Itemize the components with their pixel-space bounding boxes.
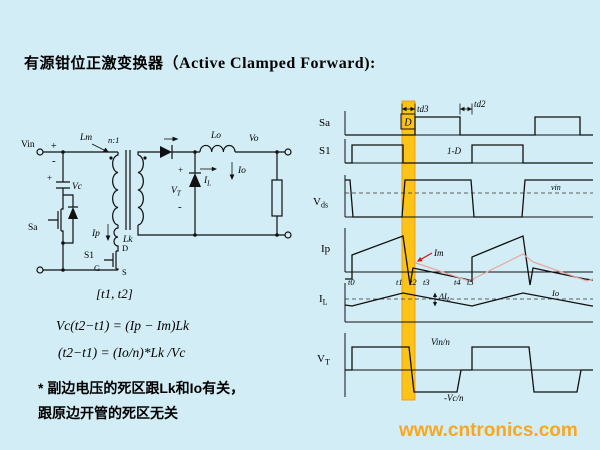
sa-row-label: Sa bbox=[319, 117, 330, 129]
highlight-band bbox=[401, 100, 416, 401]
primary-dot bbox=[109, 156, 113, 160]
td2-label: td2 bbox=[474, 99, 486, 109]
waveform-diagram: td3 td2 D 1-D Sa S1 Vds Ip IL VT vin Io … bbox=[313, 99, 594, 403]
interval-label: [t1, t2] bbox=[96, 286, 133, 301]
output-terminal-top bbox=[284, 148, 292, 156]
io-level-label: Io bbox=[551, 288, 559, 298]
duty-box bbox=[400, 113, 416, 130]
td3-label: td3 bbox=[417, 104, 429, 114]
im-label: Im bbox=[433, 248, 444, 258]
clamp-capacitor bbox=[56, 152, 70, 210]
io-label: Io bbox=[237, 166, 246, 176]
input-plus: + bbox=[51, 141, 57, 152]
deadtime-td2-marker bbox=[459, 103, 473, 115]
equation-2: (t2−t1) = (Io/n)*Lk /Vc bbox=[58, 345, 186, 360]
il-row-label: IL bbox=[319, 293, 328, 307]
turns-ratio-label: n:1 bbox=[108, 135, 119, 145]
il-label: IL bbox=[203, 176, 211, 188]
time-label-t1: t1 bbox=[396, 277, 403, 287]
watermark: www.cntronics.com bbox=[399, 420, 578, 441]
series-diode bbox=[160, 146, 172, 158]
ip-label: Ip bbox=[91, 229, 100, 239]
circuit-current-arrows bbox=[91, 136, 235, 241]
sa-waveform bbox=[345, 116, 593, 136]
time-label-t3: t3 bbox=[423, 277, 430, 287]
drain-label: D bbox=[122, 243, 128, 253]
output-terminal-bottom bbox=[284, 231, 292, 239]
ip-row-label: Ip bbox=[321, 243, 331, 255]
s1-label: S1 bbox=[84, 251, 94, 261]
time-label-t4: t4 bbox=[454, 277, 461, 287]
freewheel-diode bbox=[189, 173, 201, 187]
circuit-wiring bbox=[36, 144, 292, 274]
vin-n-label: Vin/n bbox=[431, 337, 450, 347]
transformer-primary bbox=[112, 152, 119, 226]
delta-il-annotation: ΔIL bbox=[432, 291, 451, 307]
load-resistor bbox=[271, 179, 283, 217]
im-annotation: Im bbox=[417, 248, 444, 262]
vt-row-label: VT bbox=[317, 353, 330, 367]
input-terminal-bottom bbox=[36, 266, 44, 274]
sa-body-diode bbox=[68, 207, 78, 219]
s1-waveform bbox=[345, 144, 593, 164]
lm-arrow bbox=[91, 143, 107, 152]
source-label: S bbox=[122, 267, 127, 277]
lm-label: Lm bbox=[79, 133, 92, 143]
page-title: 有源钳位正激变换器（Active Clamped Forward): bbox=[24, 52, 376, 73]
s1-row-label: S1 bbox=[319, 145, 331, 157]
vds-waveform bbox=[345, 179, 593, 218]
title-cn: 有源钳位正激变换器（ bbox=[24, 55, 180, 72]
time-label-t2: t2 bbox=[410, 277, 417, 287]
freewheel-diode-wires bbox=[189, 152, 201, 235]
vt-minus: - bbox=[178, 201, 182, 213]
vin-label: Vin bbox=[21, 140, 35, 150]
lo-label: Lo bbox=[210, 131, 221, 141]
note-line-2: 跟原边开管的死区无关 bbox=[38, 405, 178, 421]
transformer-core bbox=[125, 150, 131, 230]
title-en: Active Clamped Forward bbox=[179, 55, 365, 72]
waveform-axes bbox=[344, 111, 593, 397]
one-minus-d-label: 1-D bbox=[447, 146, 461, 156]
transformer-secondary bbox=[137, 154, 144, 226]
sa-label: Sa bbox=[28, 223, 38, 233]
delta-il-label: ΔIL bbox=[438, 291, 451, 303]
equation-1: Vc(t2−t1) = (Ip − Im)Lk bbox=[56, 318, 190, 333]
time-label-t5: t5 bbox=[467, 277, 474, 287]
circuit-diagram: Vin + - Lm n:1 Lo Vo Io + Vc Sa Ip Lk S1… bbox=[21, 131, 292, 277]
mosfet-sa bbox=[48, 209, 64, 270]
vt-label: VT bbox=[171, 186, 182, 198]
duty-label: D bbox=[403, 118, 412, 129]
il-waveform bbox=[344, 292, 593, 307]
note-line-1: * 副边电压的死区跟Lk和Io有关， bbox=[38, 380, 245, 396]
vin-level-label: vin bbox=[551, 183, 561, 192]
neg-vc-n-label: -Vc/n bbox=[444, 393, 464, 403]
input-terminal-top bbox=[36, 148, 44, 156]
output-inductor bbox=[199, 144, 236, 153]
time-label-t0: t0 bbox=[348, 277, 355, 287]
vo-label: Vo bbox=[249, 134, 259, 144]
input-minus: - bbox=[52, 155, 56, 167]
deadtime-td3-marker bbox=[401, 103, 416, 115]
vc-label: Vc bbox=[72, 182, 83, 192]
magnetizing-current-trace bbox=[412, 253, 594, 282]
secondary-dot bbox=[143, 156, 147, 160]
lk-label: Lk bbox=[122, 235, 133, 245]
leakage-inductor bbox=[113, 225, 119, 252]
circuit-symbols bbox=[61, 146, 279, 272]
vt-plus: + bbox=[178, 165, 183, 175]
mosfet-s1 bbox=[104, 251, 119, 270]
gate-label: G bbox=[94, 263, 100, 273]
vc-plus: + bbox=[47, 173, 52, 183]
ip-waveform bbox=[345, 235, 594, 286]
title-suffix: ): bbox=[364, 55, 376, 72]
vt-waveform bbox=[345, 346, 593, 393]
vds-row-label: Vds bbox=[313, 196, 328, 210]
